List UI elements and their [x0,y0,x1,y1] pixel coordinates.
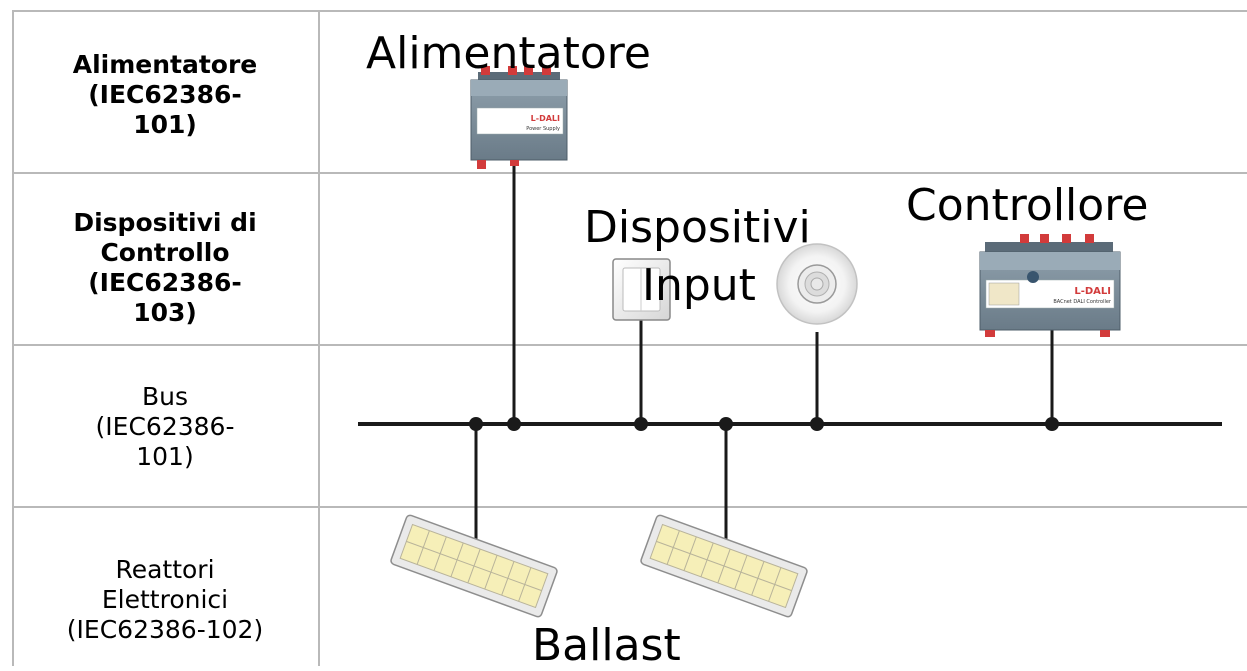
row-label-line: 103) [133,298,197,327]
power-supply-label: Alimentatore [366,28,651,79]
row-label-line: Reattori [115,555,215,584]
row-label-line: (IEC62386- [88,80,242,109]
row-label-line: Dispositivi di [73,208,257,237]
row-divider-2 [12,344,1247,346]
connection-lines [358,160,1222,552]
bus-junctions [469,417,1059,431]
junction-dot [634,417,648,431]
psu-sub-text: Power Supply [526,126,560,132]
table-column-divider [318,10,320,666]
controller-sub-text: BACnet DALI Controller [1053,299,1112,305]
row-label-control-devices: Dispositivi di Controllo (IEC62386- 103) [12,188,318,348]
ballast-light-fixture-icon [390,514,558,618]
junction-dot [1045,417,1059,431]
row-label-line: (IEC62386- [95,412,235,441]
row-label-line: 101) [133,110,197,139]
row-label-line: Controllo [100,238,230,267]
row-label-line: Alimentatore [72,50,258,79]
table-border-left [12,10,14,666]
row-label-line: 101) [136,442,194,471]
row-label-bus: Bus (IEC62386- 101) [12,362,318,492]
controller-device-icon: L-DALI BACnet DALI Controller [979,234,1121,337]
controller-brand-text: L-DALI [1074,286,1111,297]
row-label-line: Bus [141,382,189,411]
junction-dot [469,417,483,431]
ballast-light-fixture-icon [640,514,808,618]
row-label-line: Elettronici [101,585,229,614]
row-label-line: (IEC62386-102) [66,615,264,644]
controller-label: Controllore [906,180,1149,231]
input-devices-label-line1: Dispositivi [584,202,811,253]
row-label-power-supply: Alimentatore (IEC62386- 101) [12,30,318,160]
input-devices-label-line2: Input [642,260,756,311]
row-label-line: (IEC62386- [88,268,242,297]
row-label-ballasts: Reattori Elettronici (IEC62386-102) [12,536,318,664]
psu-brand-text: L-DALI [531,114,560,123]
power-supply-device-icon: L-DALI Power Supply [470,66,568,169]
ballast-label: Ballast [532,620,681,671]
junction-dot [507,417,521,431]
junction-dot [719,417,733,431]
table-border-top [12,10,1247,12]
row-divider-3 [12,506,1247,508]
motion-sensor-icon [776,243,858,325]
wall-switch-icon [612,258,671,321]
junction-dot [810,417,824,431]
row-divider-1 [12,172,1247,174]
